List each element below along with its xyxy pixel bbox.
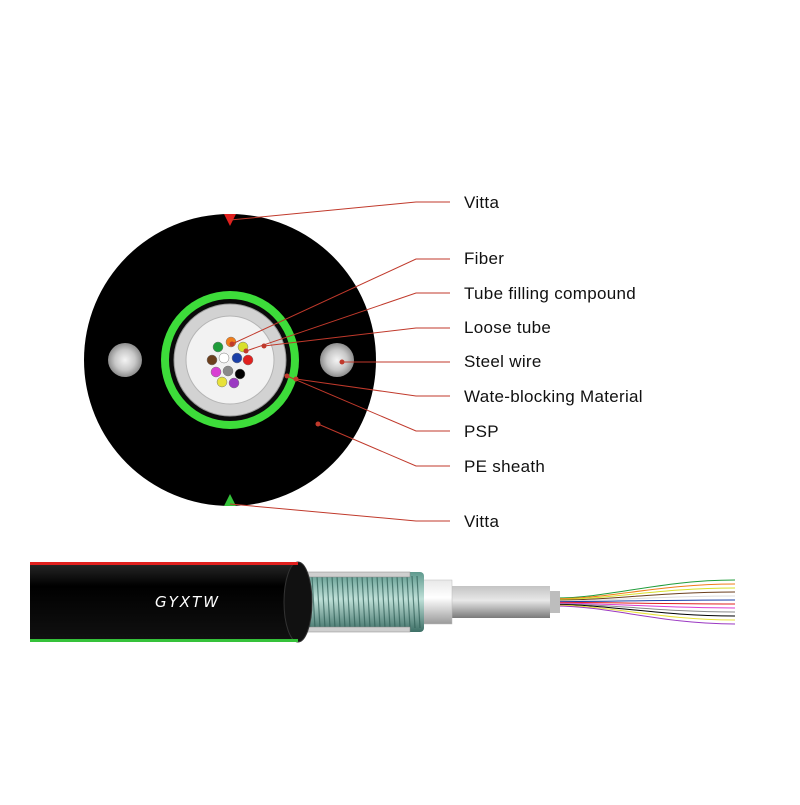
vitta-stripe-green xyxy=(30,639,298,642)
label-fiber: Fiber xyxy=(464,249,505,268)
tube-filling-compound xyxy=(185,315,275,405)
fiber-4 xyxy=(206,354,218,366)
label-pe-sheath: PE sheath xyxy=(464,457,546,476)
leader-dots xyxy=(229,341,345,427)
label-vitta-bottom: Vitta xyxy=(464,512,500,531)
dot-pe-sheath xyxy=(315,421,321,427)
dot-fiber xyxy=(229,341,235,347)
exposed-fiber-12 xyxy=(554,605,736,625)
exposed-fiber-5 xyxy=(554,595,736,602)
loose-tube-section xyxy=(419,579,453,625)
label-psp: PSP xyxy=(464,422,499,441)
outer-sheath xyxy=(30,562,298,642)
fiber-1 xyxy=(212,341,224,353)
cable-marking: GYXTW xyxy=(155,593,220,611)
exposed-fiber-1 xyxy=(554,579,736,599)
label-tube-filling-compound: Tube filling compound xyxy=(464,284,636,303)
psp-ridge xyxy=(381,575,386,629)
cable-side-view: GYXTW xyxy=(30,561,736,643)
psp-ridge xyxy=(311,575,316,629)
leader-tube-filling xyxy=(245,292,450,352)
psp-ridge xyxy=(331,575,336,629)
vitta-stripe-red xyxy=(30,562,298,565)
exposed-fiber-11 xyxy=(554,604,736,621)
fiber-5 xyxy=(218,352,230,364)
leader-vitta-bottom xyxy=(229,503,450,522)
psp-ridge xyxy=(321,575,326,629)
fiber-8 xyxy=(210,366,222,378)
psp-ridge xyxy=(326,575,331,629)
psp-ridge xyxy=(416,575,421,629)
dot-loose-tube xyxy=(261,343,267,349)
label-water-blocking: Wate-blocking Material xyxy=(464,387,643,406)
exposed-fiber-6 xyxy=(554,599,736,603)
psp-ridge xyxy=(341,575,346,629)
dot-psp xyxy=(284,373,290,379)
inner-tube xyxy=(450,586,550,618)
psp-ridge xyxy=(406,575,411,629)
exposed-fiber-10 xyxy=(554,604,736,617)
psp-ridge xyxy=(391,575,396,629)
leader-fiber xyxy=(231,258,450,345)
dot-tube-filling xyxy=(243,348,249,354)
exposed-fiber-2 xyxy=(554,583,736,600)
psp-ridge xyxy=(356,575,361,629)
fiber-12 xyxy=(228,377,240,389)
vitta-bottom-marker xyxy=(224,494,236,506)
psp-ridge xyxy=(366,575,371,629)
fiber-10 xyxy=(234,368,246,380)
leader-loose-tube xyxy=(263,327,450,347)
label-vitta-top: Vitta xyxy=(464,193,500,212)
exposed-fiber-8 xyxy=(554,602,736,609)
cross-section xyxy=(84,214,376,506)
fiber-7 xyxy=(242,354,254,366)
psp-ridge xyxy=(316,575,321,629)
dot-water-blocking xyxy=(293,376,299,382)
psp-ridge xyxy=(401,575,406,629)
leader-vitta-top xyxy=(229,201,450,221)
psp-ridge xyxy=(411,575,416,629)
leader-water-blocking xyxy=(295,378,450,397)
psp-ridge xyxy=(346,575,351,629)
sheath-end-cap xyxy=(283,561,313,643)
steel-wire-left xyxy=(108,343,142,377)
psp-ridge xyxy=(361,575,366,629)
exposed-fiber-9 xyxy=(554,603,736,613)
psp-ridge xyxy=(376,575,381,629)
psp-ridge xyxy=(351,575,356,629)
fiber-bundle-core xyxy=(548,591,560,613)
psp-ridge xyxy=(336,575,341,629)
exposed-fiber-7 xyxy=(554,601,736,605)
leader-pe-sheath xyxy=(317,423,450,467)
exposed-fiber-4 xyxy=(554,591,736,601)
label-loose-tube: Loose tube xyxy=(464,318,552,337)
exposed-fibers xyxy=(554,579,736,625)
fiber-9 xyxy=(222,365,234,377)
psp-ridge xyxy=(396,575,401,629)
fiber-11 xyxy=(216,376,228,388)
steel-wire-right xyxy=(320,343,354,377)
leader-psp xyxy=(286,375,450,432)
exposed-fiber-3 xyxy=(554,587,736,600)
leader-lines xyxy=(229,201,450,522)
psp-ridge xyxy=(371,575,376,629)
psp-ridge xyxy=(386,575,391,629)
label-steel-wire: Steel wire xyxy=(464,352,542,371)
dot-steel-wire xyxy=(339,359,345,365)
fiber-6 xyxy=(231,352,243,364)
